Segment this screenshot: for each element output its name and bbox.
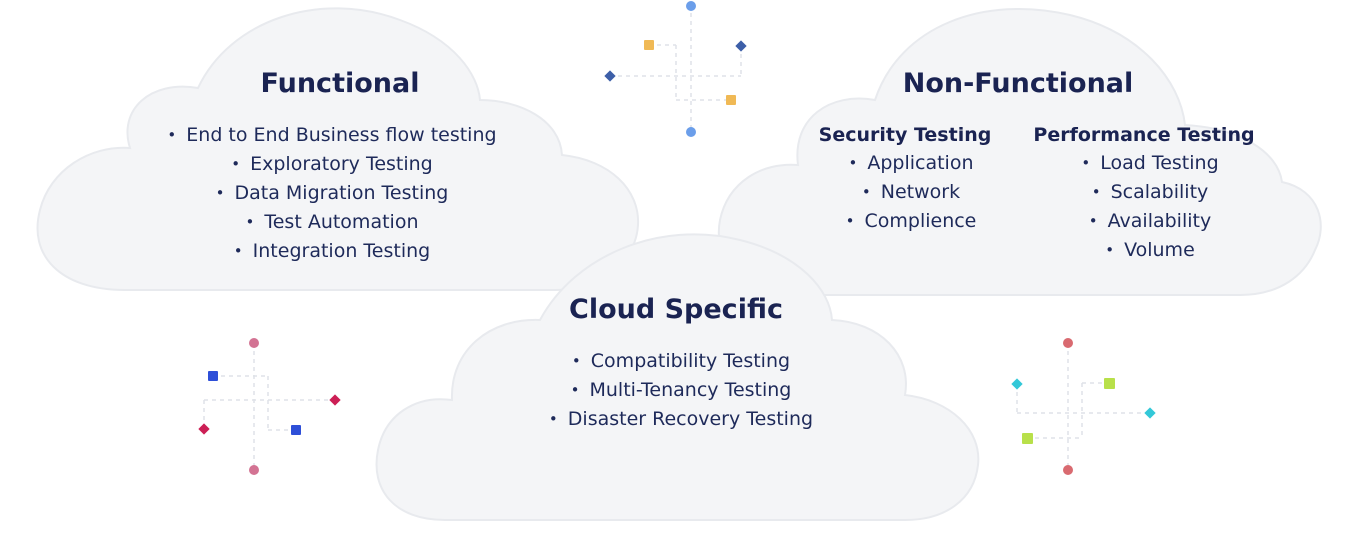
performance-testing-list: Load Testing Scalability Availability Vo… <box>1081 149 1218 265</box>
right-connector-graphic <box>1016 343 1150 470</box>
cloud-specific-list: Compatibility Testing Multi-Tenancy Test… <box>549 347 813 434</box>
security-testing-list: Application Network Complience <box>846 149 977 236</box>
list-item: Network <box>846 178 977 207</box>
cloud-specific-heading: Cloud Specific <box>569 294 783 325</box>
list-item: Availability <box>1081 207 1218 236</box>
diamond-icon <box>329 394 341 406</box>
bottom-dot-icon <box>1063 465 1073 475</box>
performance-testing-heading: Performance Testing <box>1033 124 1255 146</box>
list-item: Complience <box>846 207 976 236</box>
diamond-icon <box>735 40 747 52</box>
diamond-icon <box>1011 378 1023 390</box>
top-connector-graphic <box>610 5 742 132</box>
bottom-dot-icon <box>249 465 259 475</box>
list-item: Application <box>846 149 977 178</box>
list-item: Disaster Recovery Testing <box>549 405 813 434</box>
list-item: Scalability <box>1081 178 1218 207</box>
list-item: Volume <box>1081 236 1218 265</box>
left-connector-graphic <box>203 343 335 470</box>
list-item: Load Testing <box>1081 149 1218 178</box>
list-item: Compatibility Testing <box>549 347 813 376</box>
non-functional-heading: Non-Functional <box>902 68 1134 99</box>
list-item: Integration Testing <box>167 237 496 266</box>
square-icon <box>726 95 736 105</box>
list-item: End to End Business flow testing <box>167 121 496 150</box>
list-item: Test Automation <box>167 208 496 237</box>
square-icon <box>1022 433 1033 444</box>
functional-list: End to End Business flow testing Explora… <box>167 121 496 266</box>
functional-heading: Functional <box>260 68 420 99</box>
non-functional-cloud <box>717 8 1322 296</box>
diamond-icon <box>604 70 616 82</box>
square-icon <box>291 425 301 435</box>
square-icon <box>644 40 654 50</box>
list-item: Multi-Tenancy Testing <box>549 376 813 405</box>
diamond-icon <box>198 423 210 435</box>
square-icon <box>208 371 218 381</box>
list-item: Data Migration Testing <box>167 179 496 208</box>
top-dot-icon <box>1063 338 1073 348</box>
bottom-dot-icon <box>686 127 696 137</box>
top-dot-icon <box>686 1 696 11</box>
top-dot-icon <box>249 338 259 348</box>
list-item: Exploratory Testing <box>167 150 496 179</box>
security-testing-heading: Security Testing <box>818 124 992 146</box>
diamond-icon <box>1144 407 1156 419</box>
square-icon <box>1104 378 1115 389</box>
